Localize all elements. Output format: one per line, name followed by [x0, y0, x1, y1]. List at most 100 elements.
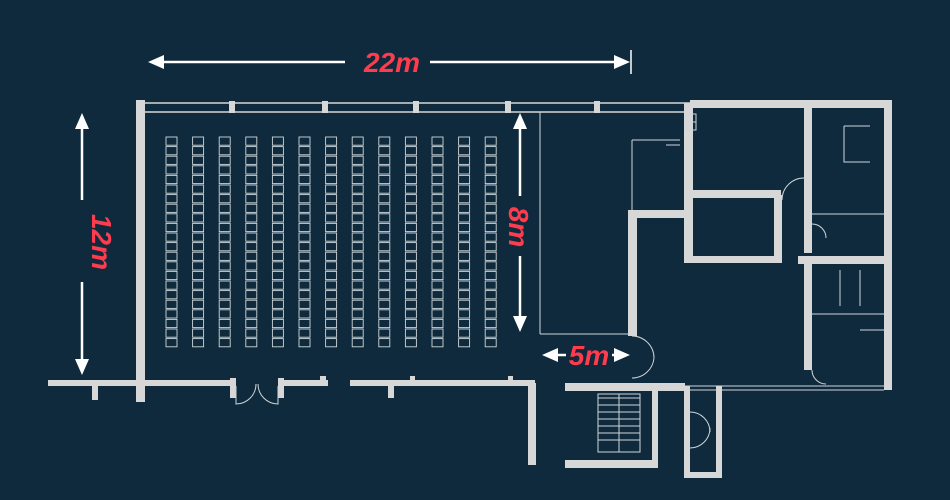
seat [484, 338, 497, 348]
dimension-22m [148, 50, 632, 74]
seat [218, 194, 231, 204]
seat [431, 222, 444, 233]
seat [165, 146, 178, 156]
seat [378, 242, 391, 252]
seat [192, 222, 205, 233]
seat [351, 328, 364, 338]
seat [351, 136, 364, 146]
seat [404, 222, 417, 233]
seat [378, 165, 391, 175]
seat [218, 136, 231, 146]
seat [218, 251, 231, 261]
seat [271, 146, 284, 156]
seat [298, 338, 311, 348]
seat [298, 165, 311, 175]
seat [165, 280, 178, 290]
seat [271, 251, 284, 261]
seat [404, 280, 417, 290]
seat [325, 165, 338, 175]
seat [325, 155, 338, 165]
seat [378, 290, 391, 300]
seat [351, 232, 364, 242]
seat [351, 261, 364, 271]
seat [404, 309, 417, 319]
seat [165, 242, 178, 252]
seat [458, 261, 471, 271]
seat [245, 251, 258, 261]
seat [298, 222, 311, 233]
seat [404, 242, 417, 252]
seat [378, 261, 391, 271]
seat [484, 155, 497, 165]
seat [431, 155, 444, 165]
seat [192, 270, 205, 281]
seat [192, 213, 205, 223]
seat [271, 155, 284, 165]
seat [458, 184, 471, 194]
seat [484, 328, 497, 338]
seat [431, 299, 444, 309]
seat [378, 270, 391, 281]
seat [245, 328, 258, 338]
seat [431, 309, 444, 319]
seat [165, 232, 178, 242]
seat [192, 318, 205, 329]
seat [351, 165, 364, 175]
seat [404, 299, 417, 309]
seat [378, 146, 391, 156]
seat [218, 318, 231, 329]
seat [218, 290, 231, 300]
seat [298, 290, 311, 300]
seat [165, 338, 178, 348]
seat [431, 136, 444, 146]
seat [484, 136, 497, 146]
seat [351, 155, 364, 165]
seat [378, 174, 391, 185]
seat [298, 242, 311, 252]
seat [325, 290, 338, 300]
seat [325, 232, 338, 242]
seat [298, 270, 311, 281]
seat [404, 146, 417, 156]
seat [351, 174, 364, 185]
seat [165, 251, 178, 261]
seat [271, 136, 284, 146]
seat [165, 136, 178, 146]
seat [298, 251, 311, 261]
seat [404, 232, 417, 242]
seat [325, 213, 338, 223]
seat [484, 174, 497, 185]
seat [298, 136, 311, 146]
seat [271, 165, 284, 175]
main-hall-walls [48, 100, 690, 402]
seat [245, 194, 258, 204]
seat [245, 136, 258, 146]
seat [192, 251, 205, 261]
seat [271, 290, 284, 300]
seat [484, 222, 497, 233]
seat [351, 290, 364, 300]
seat [271, 261, 284, 271]
seat [325, 261, 338, 271]
seat [458, 309, 471, 319]
seat [271, 270, 284, 281]
seat [325, 136, 338, 146]
seat [245, 174, 258, 185]
seating-depth-label: 8m [503, 207, 534, 247]
seat [458, 174, 471, 185]
seat [404, 174, 417, 185]
seat [351, 251, 364, 261]
seat [298, 203, 311, 213]
seat [484, 194, 497, 204]
seat [458, 318, 471, 329]
seat [298, 318, 311, 329]
seat [351, 222, 364, 233]
seat [218, 261, 231, 271]
seat [378, 318, 391, 329]
side-wing-walls [528, 100, 892, 478]
seat [458, 338, 471, 348]
seat [165, 328, 178, 338]
hall-length-label: 22m [363, 47, 420, 78]
seat [245, 203, 258, 213]
seat [351, 309, 364, 319]
